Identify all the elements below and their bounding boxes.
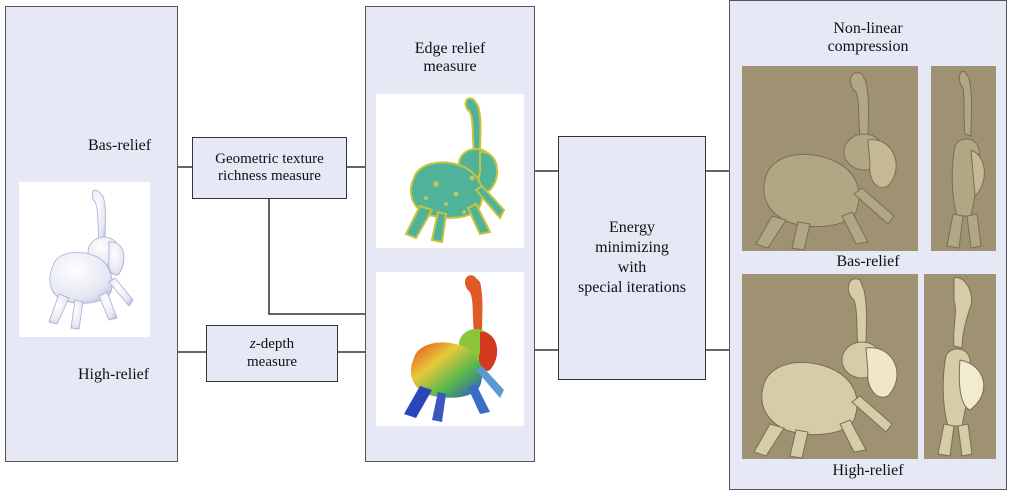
high-relief-side-image [924, 274, 996, 459]
energy-line1: Energy [609, 219, 655, 236]
high-relief-front-image [742, 274, 918, 459]
geometric-texture-box: Geometric texture richness measure [192, 137, 347, 199]
energy-line2: minimizing [595, 239, 669, 256]
edge-map-image [376, 94, 524, 248]
energy-line4: special iterations [578, 279, 686, 296]
bas-relief-front-icon [755, 72, 897, 251]
compression-title: Non-linear compression [729, 20, 1007, 57]
zdepth-line1: z-depth [250, 336, 294, 353]
bas-relief-front-image [742, 66, 918, 251]
elephant-depth-colormap-icon [404, 275, 504, 422]
white-elephant-icon [48, 189, 134, 330]
left-bas-relief-label: Bas-relief [88, 137, 152, 154]
high-relief-side-icon [937, 277, 985, 457]
edge-relief-title: Edge relief measure [365, 40, 535, 77]
energy-line3: with [617, 259, 647, 276]
geometric-line2: richness measure [218, 168, 321, 184]
right-high-relief-label: High-relief [832, 462, 904, 479]
z-depth-box: z-depth measure [206, 325, 338, 382]
zdepth-italic-z: z [249, 336, 256, 353]
right-bas-relief-label: Bas-relief [836, 253, 900, 270]
edge-relief-title-line2: measure [423, 58, 477, 76]
left-high-relief-label: High-relief [78, 366, 150, 383]
energy-minimizing-box: Energy minimizing with special iteration… [558, 136, 706, 380]
compression-title-line2: compression [827, 38, 909, 56]
compression-title-line1: Non-linear [833, 20, 903, 37]
high-relief-front-icon [753, 278, 898, 459]
bas-relief-side-icon [946, 70, 985, 249]
edge-relief-title-line1: Edge relief [414, 40, 486, 57]
elephant-edge-map-icon [404, 97, 506, 244]
depth-colormap-image [376, 272, 524, 426]
zdepth-line1-rest: -depth [255, 336, 295, 353]
bas-relief-side-image [931, 66, 996, 251]
zdepth-line2: measure [247, 353, 297, 370]
connector-geometric-to-depth [268, 199, 376, 315]
input-elephant-image [19, 182, 150, 337]
geometric-line1: Geometric texture [215, 150, 324, 167]
